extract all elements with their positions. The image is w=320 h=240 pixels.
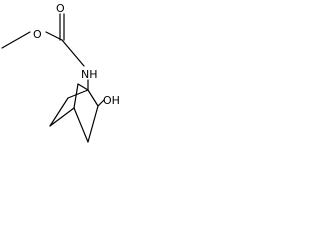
ester-oxygen-label: O (33, 28, 42, 41)
amine-label: NH (81, 68, 98, 81)
bond-cage-c1-c7 (77, 83, 89, 91)
bond-carbonyl-nitrogen (61, 39, 85, 67)
bond-cage-c7-c4 (73, 83, 79, 109)
bond-cage-c1-c6 (87, 89, 99, 107)
structure-diagram: O O NH OH (1, 2, 120, 143)
carbonyl-oxygen-label: O (56, 2, 65, 15)
bond-cage-c2-c3 (49, 97, 69, 127)
bond-carbon-hydroxyl (97, 99, 105, 107)
bond-ester-oxygen-carbonyl (45, 31, 63, 41)
bond-methyl-ester-oxygen (1, 31, 31, 49)
hydroxyl-label: OH (103, 94, 120, 107)
bond-cage-c3-c4 (49, 107, 75, 127)
bond-cage-c5-c6 (87, 105, 99, 143)
bond-cage-c4-c5 (73, 107, 89, 143)
bond-cage-c1-c2 (67, 89, 89, 99)
